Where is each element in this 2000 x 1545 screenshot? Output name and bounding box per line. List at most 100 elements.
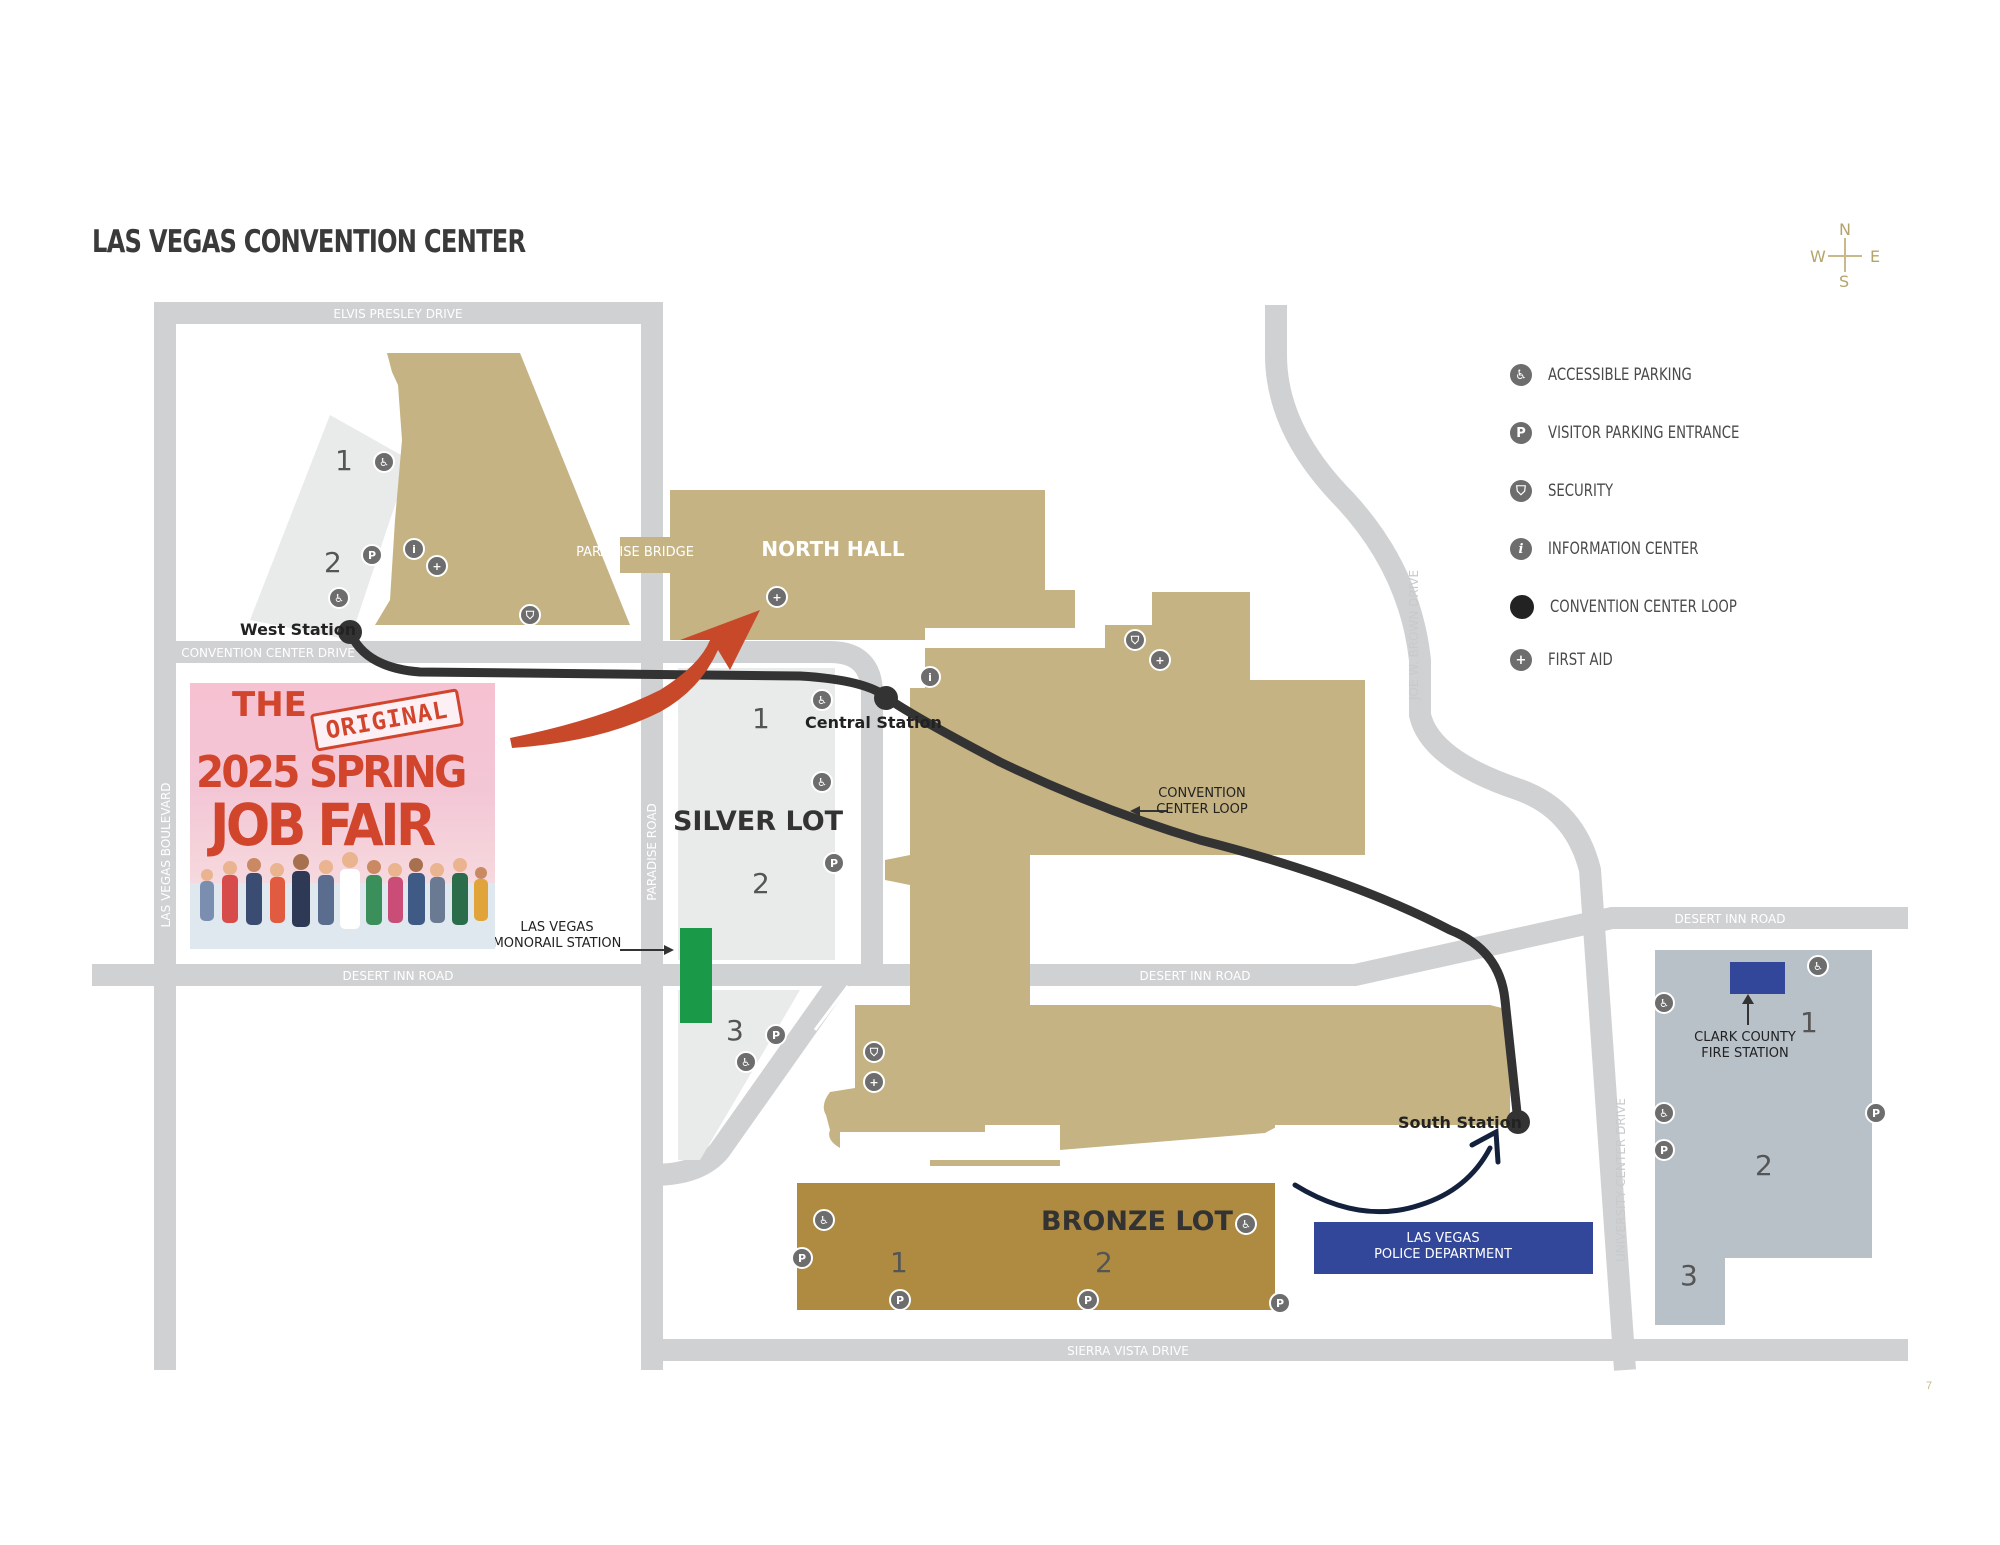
info-icon: i bbox=[919, 666, 941, 688]
first-aid-icon-circle bbox=[1149, 649, 1171, 671]
label-police-2: POLICE DEPARTMENT bbox=[1374, 1247, 1512, 1262]
first-aid-icon-glyph: + bbox=[869, 1076, 878, 1089]
label-desert-inn-east: DESERT INN ROAD bbox=[1675, 912, 1786, 926]
label-paradise-bridge: PARADISE BRIDGE bbox=[576, 545, 694, 560]
north-hall-building bbox=[670, 490, 1365, 1008]
south-station-marker[interactable] bbox=[1506, 1110, 1530, 1134]
label-joe-brown: JOE W. BROWN DRIVE bbox=[1407, 570, 1421, 701]
first-aid-icon: + bbox=[1510, 649, 1532, 671]
parking-icon: P bbox=[765, 1024, 787, 1046]
label-las-vegas-blvd: LAS VEGAS BOULEVARD bbox=[159, 782, 173, 927]
lot-silver-1: 1 bbox=[752, 702, 770, 735]
accessible-icon: ♿ bbox=[1510, 364, 1532, 386]
lot-silver-2: 2 bbox=[752, 867, 770, 900]
first-aid-icon-circle bbox=[426, 555, 448, 577]
parking-icon-circle bbox=[1077, 1289, 1099, 1311]
road-elvis-presley bbox=[154, 302, 663, 1370]
compass-ew-line bbox=[1828, 255, 1862, 257]
fire-station bbox=[1730, 962, 1785, 994]
legend-item-accessible: ♿ ACCESSIBLE PARKING bbox=[1510, 360, 1732, 390]
legend-item-first-aid: + FIRST AID bbox=[1510, 645, 1631, 675]
legend-item-info: i INFORMATION CENTER bbox=[1510, 534, 1741, 564]
lot-west-2: 2 bbox=[324, 546, 342, 579]
page-number: 7 bbox=[1926, 1380, 1933, 1392]
accessible-icon: ♿ bbox=[1807, 955, 1829, 977]
parking-icon-circle bbox=[361, 544, 383, 566]
west-station-marker[interactable] bbox=[338, 620, 362, 644]
accessible-icon: ♿ bbox=[1653, 992, 1675, 1014]
legend-label: SECURITY bbox=[1548, 481, 1614, 501]
info-icon-glyph: i bbox=[928, 671, 932, 684]
label-loop-1: CONVENTION bbox=[1158, 786, 1246, 801]
lot-silver-3: 3 bbox=[726, 1014, 744, 1047]
legend-label: ACCESSIBLE PARKING bbox=[1548, 365, 1692, 385]
security-icon: ⛉ bbox=[863, 1041, 885, 1063]
small-annex bbox=[930, 1160, 1060, 1166]
accessible-icon: ♿ bbox=[373, 451, 395, 473]
bronze-lot bbox=[797, 1183, 1275, 1310]
parking-icon-circle bbox=[1865, 1102, 1887, 1124]
first-aid-icon: + bbox=[863, 1071, 885, 1093]
parking-icon-circle bbox=[791, 1247, 813, 1269]
promo-event: JOB FAIR bbox=[210, 791, 436, 859]
label-university-center: UNIVERSITY CENTER DRIVE bbox=[1614, 1098, 1628, 1262]
compass-rose: N S E W bbox=[1808, 220, 1884, 291]
job-fair-promo: THE ORIGINAL 2025 SPRING JOB FAIR bbox=[190, 683, 495, 949]
accessible-icon-glyph: ♿ bbox=[1813, 960, 1823, 973]
road-labels: ELVIS PRESLEY DRIVE CONVENTION CENTER DR… bbox=[159, 307, 1785, 1358]
lot-west-1: 1 bbox=[335, 444, 353, 477]
compass-n: N bbox=[1839, 220, 1851, 239]
parking-icon-glyph: P bbox=[1872, 1107, 1880, 1120]
road-bridge-west-edge bbox=[813, 985, 850, 1031]
convention-center-loop-route bbox=[345, 627, 1523, 1127]
lot-east-1: 1 bbox=[1800, 1006, 1818, 1039]
label-fire-2: FIRE STATION bbox=[1701, 1046, 1789, 1061]
accessible-icon: ♿ bbox=[811, 689, 833, 711]
parking-icon: P bbox=[1653, 1139, 1675, 1161]
accessible-icon-circle bbox=[1653, 1102, 1675, 1124]
label-convention-center-drive: CONVENTION CENTER DRIVE bbox=[181, 646, 355, 660]
west-parking-lot bbox=[250, 415, 410, 640]
paradise-bridge bbox=[620, 537, 675, 573]
road-joe-brown bbox=[1265, 305, 1636, 1371]
accessible-icon-glyph: ♿ bbox=[741, 1056, 751, 1069]
label-bronze-lot: BRONZE LOT bbox=[1041, 1206, 1234, 1237]
parking-icon: P bbox=[889, 1289, 911, 1311]
central-station-marker[interactable] bbox=[874, 686, 898, 710]
first-aid-icon-glyph: + bbox=[1155, 654, 1164, 667]
parking-icon-circle bbox=[1269, 1292, 1291, 1314]
compass-w: W bbox=[1810, 247, 1826, 266]
security-icon-glyph: ⛉ bbox=[1130, 634, 1140, 647]
lot-numbers: 1 2 1 2 3 1 2 1 2 3 bbox=[324, 444, 1818, 1292]
accessible-icon-circle bbox=[328, 587, 350, 609]
first-aid-icon: + bbox=[766, 586, 788, 608]
label-west-station: West Station bbox=[240, 620, 356, 639]
crowd-people bbox=[200, 852, 488, 929]
parking-icon-circle bbox=[1653, 1139, 1675, 1161]
parking-icon-glyph: P bbox=[1276, 1297, 1284, 1310]
loop-station-icon bbox=[1510, 595, 1534, 619]
accessible-icon: ♿ bbox=[1653, 1102, 1675, 1124]
first-aid-icon: + bbox=[426, 555, 448, 577]
loop-label-arrow-head bbox=[1130, 806, 1140, 816]
label-desert-inn-center: DESERT INN ROAD bbox=[1140, 969, 1251, 983]
legend-label: FIRST AID bbox=[1548, 650, 1613, 670]
security-icon: ⛉ bbox=[519, 604, 541, 626]
west-hall-building bbox=[375, 353, 630, 625]
label-paradise-road: PARADISE ROAD bbox=[645, 803, 659, 901]
parking-icon-glyph: P bbox=[1660, 1144, 1668, 1157]
security-icon-circle bbox=[519, 604, 541, 626]
accessible-icon-glyph: ♿ bbox=[334, 592, 344, 605]
parking-icon: P bbox=[1510, 422, 1532, 444]
accessible-icon-glyph: ♿ bbox=[1241, 1218, 1251, 1231]
accessible-icon: ♿ bbox=[1235, 1213, 1257, 1235]
label-police-1: LAS VEGAS bbox=[1406, 1231, 1479, 1246]
parking-icon-glyph: P bbox=[368, 549, 376, 562]
info-icon-circle bbox=[403, 538, 425, 560]
legend-label: VISITOR PARKING ENTRANCE bbox=[1548, 423, 1740, 443]
accessible-icon-circle bbox=[1807, 955, 1829, 977]
first-aid-icon-circle bbox=[766, 586, 788, 608]
accessible-icon: ♿ bbox=[735, 1051, 757, 1073]
